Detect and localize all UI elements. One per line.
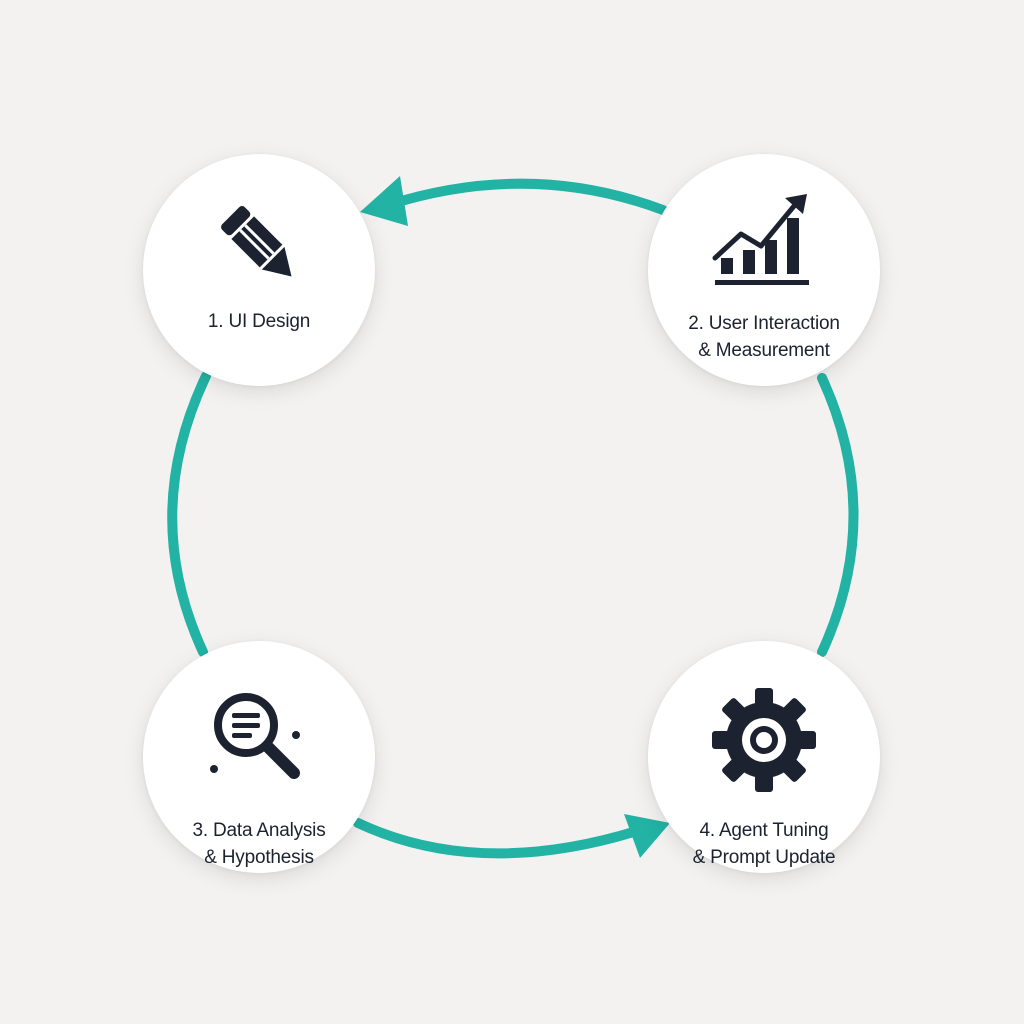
step-label-line1: 1. UI Design [207, 311, 311, 332]
growth-chart-icon [712, 194, 809, 285]
step-label-line2: & Prompt Update [692, 847, 836, 868]
step-label-line2: & Hypothesis [204, 847, 314, 868]
arrowhead-bottom [624, 814, 670, 858]
step-label-line1: 2. User Interaction [688, 313, 840, 334]
step-node-user-interaction: 2. User Interaction & Measurement [648, 154, 880, 386]
step-label-line2: & Measurement [698, 340, 830, 361]
gear-icon [712, 688, 816, 792]
step-node-data-analysis: 3. Data Analysis & Hypothesis [143, 641, 375, 873]
arc-right [817, 373, 859, 657]
arrowhead-top [360, 176, 408, 226]
step-node-agent-tuning: 4. Agent Tuning & Prompt Update [648, 641, 880, 873]
step-label-line1: 4. Agent Tuning [699, 820, 829, 841]
magnifier-icon [210, 693, 300, 779]
pencil-icon [221, 206, 292, 277]
arc-left [167, 371, 211, 657]
step-node-ui-design: 1. UI Design [143, 154, 375, 386]
step-label-line1: 3. Data Analysis [192, 820, 326, 841]
arc-top [383, 178, 668, 215]
arc-bottom [353, 818, 645, 859]
